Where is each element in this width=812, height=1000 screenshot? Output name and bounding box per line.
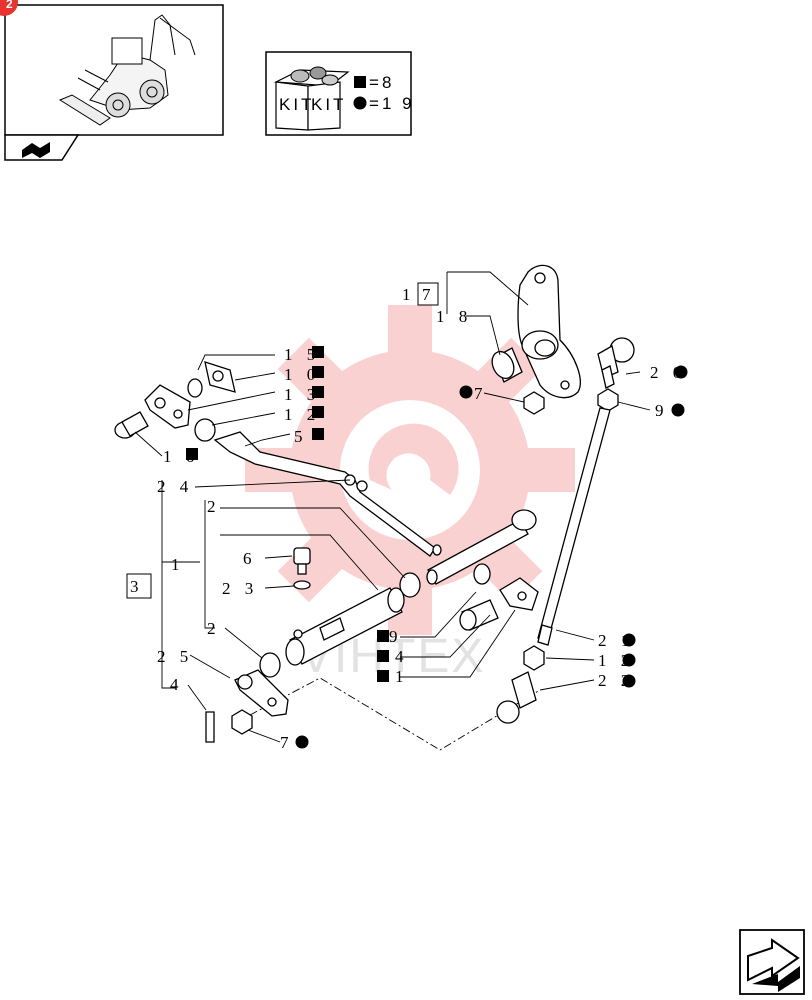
callout-22: 2 2 (598, 671, 634, 690)
square-marker-icon (312, 366, 324, 378)
next-page-arrow-icon[interactable] (739, 929, 805, 995)
bushing-18 (491, 347, 523, 383)
callout-12-bottom: 1 2 (598, 651, 634, 670)
callout-5: 5 (294, 427, 308, 446)
square-count: =8 (369, 73, 394, 92)
callout-18: 1 8 (436, 307, 472, 326)
square-marker-icon (312, 406, 324, 418)
callout-7-top: 7 (474, 384, 488, 403)
callout-20: 2 0 (650, 363, 686, 382)
callout-12: 1 2 (284, 405, 320, 424)
circle-count: =1 9 (369, 94, 415, 113)
square-marker-icon (312, 346, 324, 358)
nut-12-bottom (523, 645, 545, 671)
pin-19 (459, 599, 499, 631)
callout-11: 1 (395, 667, 409, 686)
callout-17-box: 7 (422, 285, 436, 304)
bushing-2-lower (259, 652, 281, 678)
kit-box-icon: KIT KIT (273, 66, 350, 131)
circle-marker-icon (295, 735, 309, 749)
square-marker-icon (377, 630, 389, 642)
grease-nipple-6 (293, 547, 311, 575)
callout-9: 9 (655, 401, 669, 420)
callout-7-bottom: 7 (280, 733, 294, 752)
square-marker-icon (186, 448, 198, 460)
callout-14: 4 (395, 647, 409, 666)
ball-joint-22 (496, 671, 537, 724)
callout-13: 1 3 (284, 385, 320, 404)
clevis-13 (144, 384, 191, 429)
kit-label-left: KIT (279, 95, 314, 114)
backhoe-loader-icon (58, 14, 196, 126)
callout-labels: 1 7 1 8 1 5 1 0 1 3 1 2 5 1 6 7 2 0 9 2 … (130, 285, 688, 752)
callout-15: 1 5 (284, 345, 320, 364)
cross-shaft-arm (426, 509, 537, 585)
circle-marker-icon (671, 403, 685, 417)
circle-marker-icon (622, 674, 636, 688)
kit-label-right: KIT (311, 95, 346, 114)
circle-marker-icon (622, 633, 636, 647)
callout-19: 9 (389, 627, 403, 646)
square-marker-icon (377, 650, 389, 662)
red-corner-badge-icon: 2 (0, 0, 18, 16)
nut-7-top (523, 391, 545, 415)
callout-6: 6 (243, 549, 257, 568)
bushing-2-upper (399, 572, 421, 598)
callout-17: 1 (402, 285, 416, 304)
circle-marker-icon (353, 96, 367, 110)
callout-10: 1 0 (284, 365, 320, 384)
callout-4: 4 (170, 675, 184, 694)
circle-marker-icon (674, 365, 688, 379)
roll-pin-4 (205, 711, 215, 743)
callout-21: 2 1 (598, 631, 634, 650)
kit-legend: KIT KIT =8 =1 9 (265, 51, 415, 136)
square-marker-icon (354, 76, 366, 88)
bushing-small (473, 563, 491, 585)
washer-plate-15 (187, 361, 236, 398)
callout-2-upper: 2 (207, 497, 221, 516)
nut-12-top (194, 418, 216, 442)
leader-lines (134, 271, 651, 743)
square-marker-icon (377, 670, 389, 682)
rod-21 (537, 407, 611, 646)
callout-1-main: 1 (171, 555, 185, 574)
circle-marker-icon (622, 653, 636, 667)
square-marker-icon (312, 428, 324, 440)
callout-25: 2 5 (157, 647, 193, 666)
callout-23: 2 3 (222, 579, 258, 598)
square-marker-icon (312, 386, 324, 398)
machine-thumbnail: 2 (0, 0, 224, 161)
parts-drawing (114, 264, 651, 751)
callout-3: 3 (130, 577, 144, 596)
book-icon (22, 142, 50, 158)
lower-arm-25 (234, 669, 289, 717)
nut-9 (597, 388, 619, 412)
callout-box-3 (126, 573, 152, 599)
callout-box-17 (417, 282, 439, 306)
clevis-14 (499, 577, 539, 611)
main-tube (285, 587, 405, 666)
lever-plate (517, 264, 581, 399)
ball-joint-20 (597, 337, 635, 389)
washer-23 (293, 580, 311, 590)
pin-16 (114, 411, 149, 439)
callout-2-lower: 2 (207, 619, 221, 638)
nut-7-bottom (231, 709, 253, 735)
callout-24: 2 4 (157, 477, 193, 496)
circle-marker-icon (459, 385, 473, 399)
svg-text:2: 2 (6, 0, 13, 11)
